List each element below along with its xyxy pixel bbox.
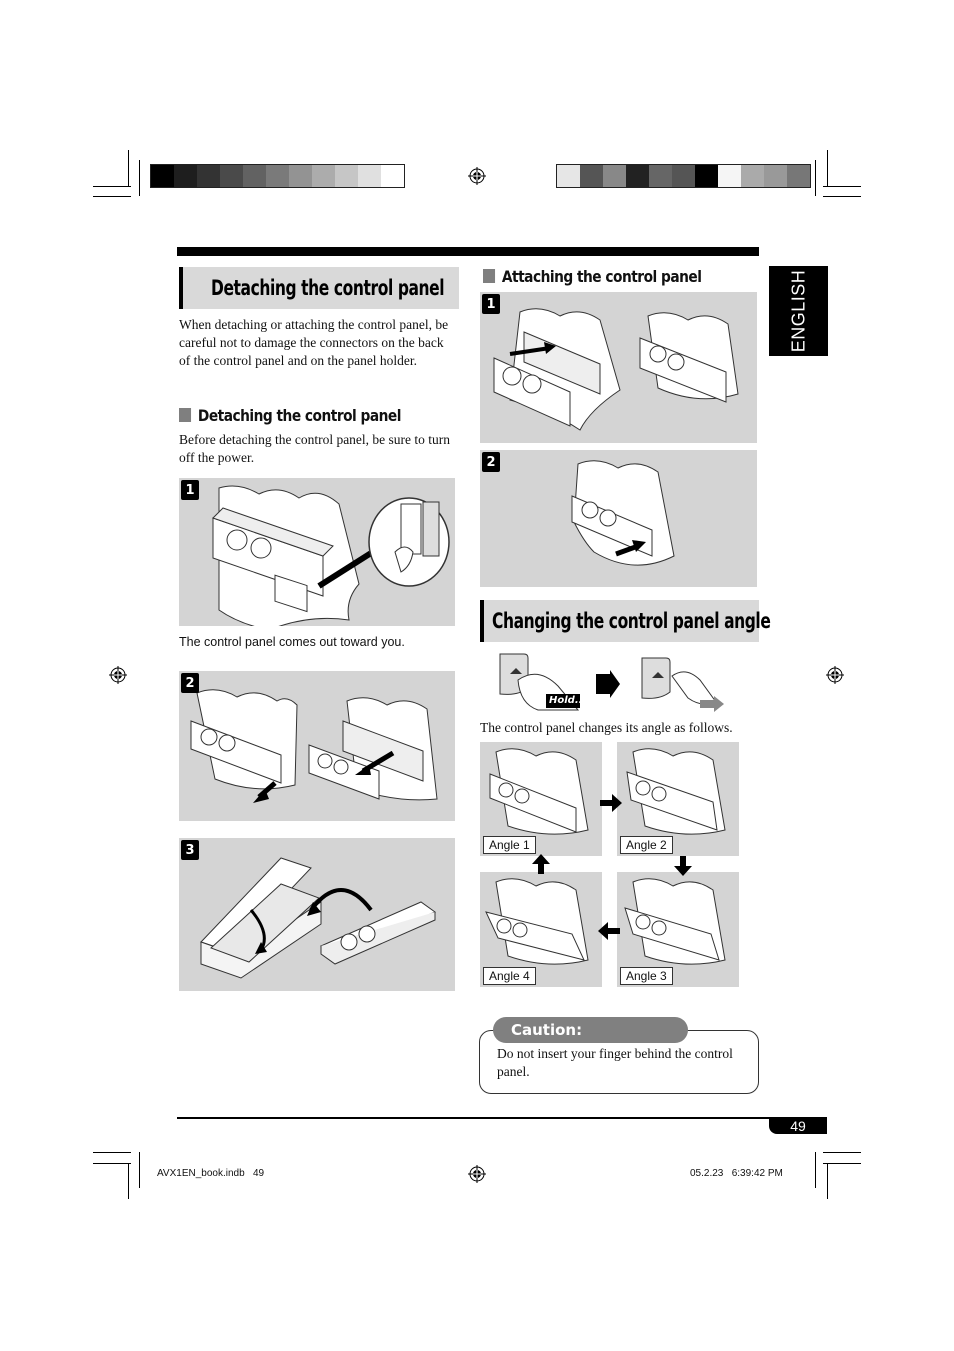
detach-step-1-illustration: 1 [179, 478, 455, 626]
panel-lock-illustration [571, 460, 675, 566]
attach-heading-text: Attaching the control panel [501, 266, 702, 286]
attach-step-1-illustration: 1 [480, 292, 757, 443]
arrow-up-icon [532, 854, 550, 874]
angle-2-illustration: Angle 2 [617, 742, 739, 856]
sub-heading-detaching: Detaching the control panel [179, 405, 437, 425]
square-bullet-icon [179, 408, 192, 422]
angle-1-illustration: Angle 1 [480, 742, 602, 856]
crop-mark [815, 1152, 816, 1188]
sub-heading-text: Detaching the control panel [197, 405, 402, 425]
crop-mark [93, 196, 131, 197]
step-number: 1 [482, 294, 500, 314]
angle-label: Angle 3 [620, 967, 673, 985]
main-heading-angle: Changing the control panel angle [480, 600, 771, 642]
angle-4-illustration: Angle 4 [480, 872, 602, 987]
crop-mark [93, 1163, 131, 1164]
footer-timestamp: 05.2.23 6:39:42 PM [690, 1168, 783, 1179]
detach-step-3-illustration: 3 [179, 838, 455, 991]
caution-text: Do not insert your finger behind the con… [497, 1046, 733, 1079]
color-calibration-bar-left [150, 164, 405, 188]
crop-mark [93, 186, 131, 187]
caution-label-pill: Caution: [493, 1017, 688, 1043]
registration-mark-icon [109, 666, 127, 684]
detach-step-2-illustration: 2 [179, 671, 455, 821]
crop-mark [823, 186, 861, 187]
angle-3-graphic [624, 878, 726, 965]
angle-3-illustration: Angle 3 [617, 872, 739, 987]
arrow-down-icon [674, 856, 692, 876]
footer-file-name: AVX1EN_book.indb 49 [157, 1168, 265, 1179]
registration-mark-icon [468, 1165, 486, 1183]
crop-mark [93, 1152, 131, 1153]
attach-step-2-illustration: 2 [480, 450, 757, 587]
step-number: 1 [181, 480, 199, 500]
angle-heading-text: Changing the control panel angle [492, 609, 771, 633]
crop-mark [139, 1152, 140, 1188]
color-calibration-bar-right [556, 164, 811, 188]
registration-mark-icon [826, 666, 844, 684]
angle-1-graphic [489, 748, 589, 835]
step-1-caption: The control panel comes out toward you. [179, 635, 405, 649]
sub-paragraph: Before detaching the control panel, be s… [179, 432, 451, 465]
step-number: 2 [482, 452, 500, 472]
panel-case-illustration [200, 857, 437, 979]
angle-4-graphic [485, 878, 589, 965]
bottom-rule [177, 1117, 827, 1119]
crop-mark [139, 160, 140, 196]
crop-mark [827, 150, 828, 186]
angle-2-graphic [626, 748, 726, 835]
crop-mark [815, 160, 816, 196]
main-heading-text: Detaching the control panel [211, 276, 445, 300]
caution-label: Caution: [511, 1021, 583, 1039]
main-heading-detaching: Detaching the control panel [179, 267, 459, 309]
hold-button-illustration [499, 653, 724, 712]
crop-mark [128, 1163, 129, 1199]
page-number: 49 [769, 1118, 827, 1134]
angle-label: Angle 2 [620, 836, 673, 854]
arrow-right-icon [600, 794, 622, 812]
crop-mark [823, 1163, 861, 1164]
step-number: 2 [181, 673, 199, 693]
top-rule [177, 247, 759, 256]
language-tab-label: ENGLISH [788, 269, 808, 353]
angle-label: Angle 1 [483, 836, 536, 854]
arrow-left-icon [598, 922, 620, 940]
panel-attach-illustration [493, 308, 739, 431]
panel-removed-illustration [190, 689, 438, 803]
step-number: 3 [181, 840, 199, 860]
crop-mark [823, 1152, 861, 1153]
registration-mark-icon [468, 167, 486, 185]
angle-paragraph: The control panel changes its angle as f… [480, 720, 733, 735]
intro-paragraph: When detaching or attaching the control … [179, 317, 449, 368]
square-bullet-icon [483, 269, 496, 283]
panel-detach-illustration [212, 485, 450, 626]
crop-mark [128, 150, 129, 186]
crop-mark [823, 196, 861, 197]
angle-label: Angle 4 [483, 967, 536, 985]
hold-label: Hold.... [549, 695, 591, 706]
crop-mark [827, 1163, 828, 1199]
sub-heading-attaching: Attaching the control panel [483, 266, 741, 286]
language-tab: ENGLISH [769, 266, 828, 356]
